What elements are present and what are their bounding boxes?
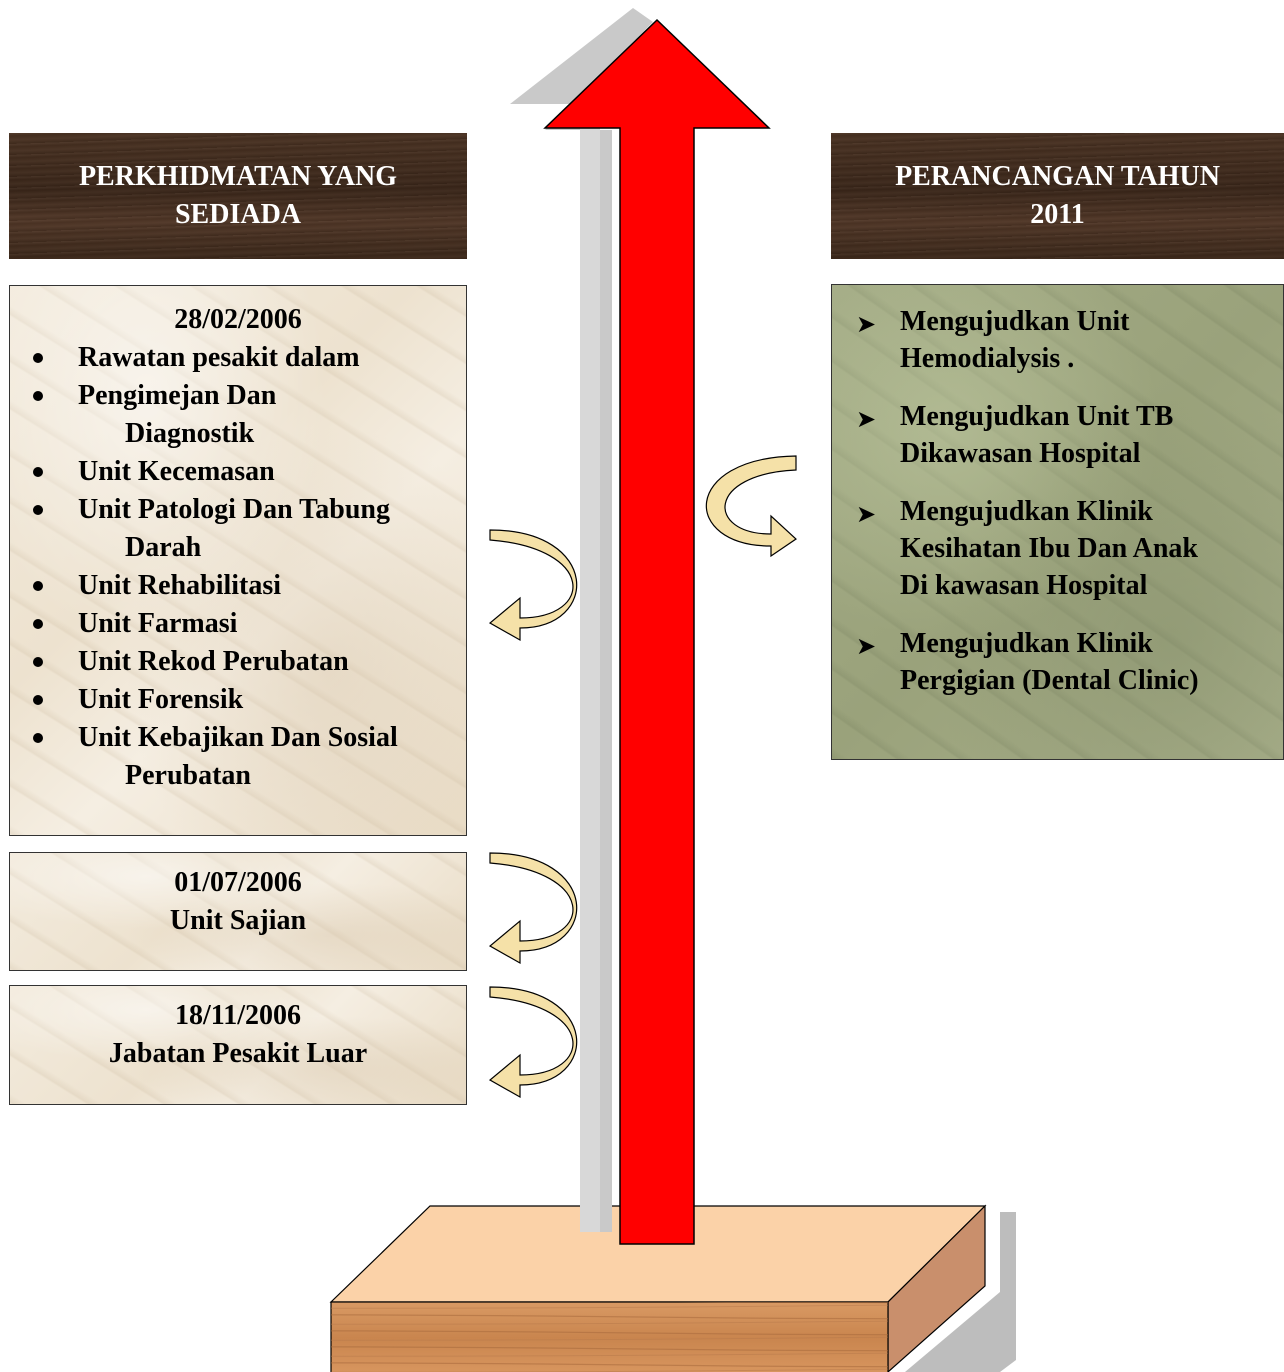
bullet-icon: [33, 467, 43, 477]
base-shadow: [905, 1212, 1016, 1372]
list-item: Unit Rekod Perubatan: [10, 643, 466, 681]
arrowhead-right-icon: ➤: [856, 632, 877, 660]
bullet-icon: [33, 657, 43, 667]
arrowhead-right-icon: ➤: [856, 405, 877, 433]
box2-text: Unit Sajian: [169, 905, 307, 936]
right-header-line1: PERANCANGAN TAHUN: [895, 161, 1220, 192]
existing-services-box: 28/02/2006 Rawatan pesakit dalam Pengime…: [9, 285, 467, 836]
arrowhead-right-icon: ➤: [856, 310, 877, 338]
list-item: Unit Kecemasan: [10, 453, 466, 491]
bullet-icon: [33, 353, 43, 363]
right-header: PERANCANGAN TAHUN 2011: [831, 133, 1284, 259]
service-box-sajian: 01/07/2006 Unit Sajian: [9, 852, 467, 971]
curved-arrow-left-2: [488, 852, 578, 965]
bullet-icon: [33, 581, 43, 591]
bullet-icon: [33, 695, 43, 705]
bullet-icon: [33, 733, 43, 743]
bullet-icon: [33, 391, 43, 401]
left-header-line2: SEDIADA: [174, 199, 302, 230]
box3-text: Jabatan Pesakit Luar: [108, 1038, 368, 1069]
curved-arrow-left-3: [488, 986, 578, 1099]
list-item: Unit Forensik: [10, 681, 466, 719]
base-side: [887, 1204, 986, 1372]
bullet-icon: [33, 619, 43, 629]
box1-date: 28/02/2006: [174, 304, 302, 335]
left-header-line1: PERKHIDMATAN YANG: [78, 161, 398, 192]
curved-arrow-left-1: [488, 529, 578, 642]
service-box-pesakit-luar: 18/11/2006 Jabatan Pesakit Luar: [9, 985, 467, 1105]
arrowhead-right-icon: ➤: [856, 500, 877, 528]
list-item: Unit Rehabilitasi: [10, 567, 466, 605]
left-header: PERKHIDMATAN YANG SEDIADA: [9, 133, 467, 259]
list-item: Rawatan pesakit dalam: [10, 339, 466, 377]
bullet-icon: [33, 505, 43, 515]
box2-date: 01/07/2006: [174, 867, 302, 898]
right-header-line2: 2011: [1030, 199, 1085, 230]
central-up-arrow: [543, 18, 771, 1245]
box3-date: 18/11/2006: [174, 1000, 301, 1031]
list-item: Unit Farmasi: [10, 605, 466, 643]
curved-arrow-right-1: [705, 455, 797, 558]
